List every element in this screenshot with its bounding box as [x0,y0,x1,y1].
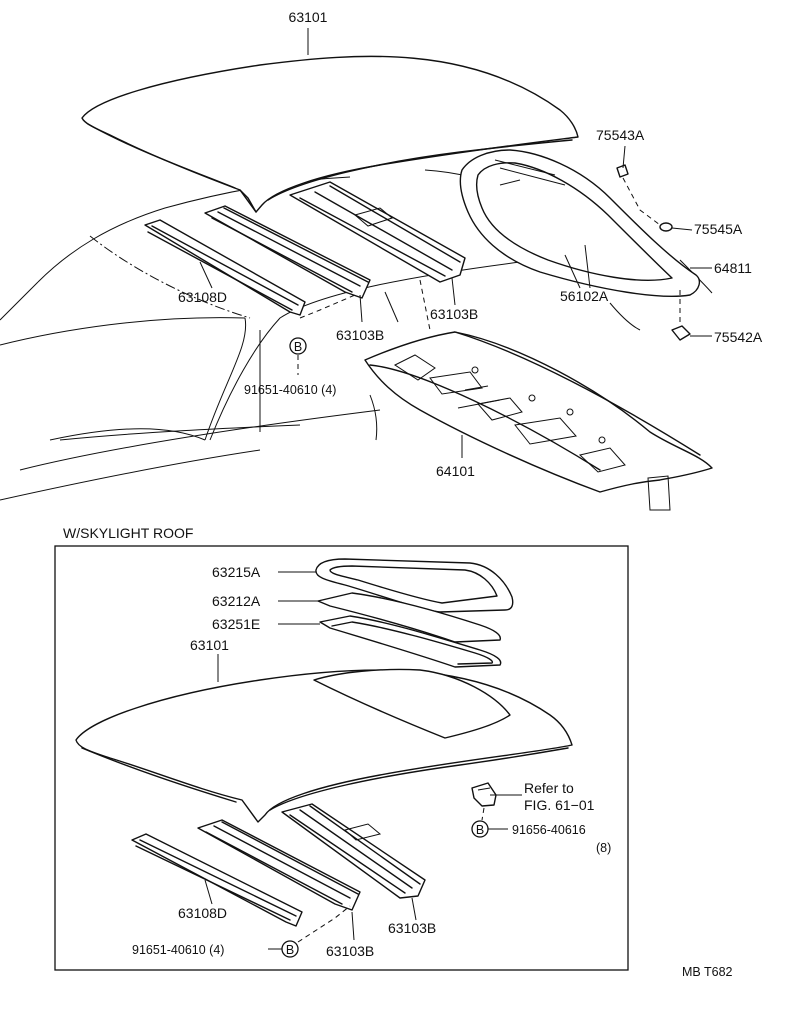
label-rear-window-glass: 56102A [560,288,609,304]
clip-mid [659,222,673,232]
label-roof-bow-right: 63103B [430,306,478,322]
skylight-glass-frame [315,558,514,613]
figure-code: MB T682 [682,965,733,979]
roof-panel [81,55,579,213]
skylight-side-rail [131,833,303,927]
side-rail [144,219,306,316]
label-clip-bottom: 75542A [714,329,763,345]
skylight-roof-panel [75,668,573,823]
label-bolt-part: 91651-40610 (4) [244,383,336,397]
skylight-glass [317,592,502,643]
label-glass-frame: 63215A [212,564,261,580]
roof-bow-right [289,181,466,283]
roof-bow-left [204,205,371,299]
label-skylight-bolt-part: 91656-40616 [512,823,586,837]
skylight-roof-bow-left [197,819,361,911]
label-roof-panel: 63101 [289,9,328,25]
label-skylight-side-rail: 63108D [178,905,227,921]
bolt-callout-letter: B [286,943,294,957]
label-side-rail: 63108D [178,289,227,305]
skylight-shade [319,615,502,668]
bolt-callout-skylight: B [471,820,489,838]
label-shade: 63251E [212,616,260,632]
label-skylight-roof-bow-right: 63103B [388,920,436,936]
label-roof-bow-left: 63103B [336,327,384,343]
label-clip-mid: 75545A [694,221,743,237]
clip-top [616,164,629,178]
label-weatherstrip: 64811 [714,260,752,276]
label-package-tray: 64101 [436,463,475,479]
bolt-callout-skylight-2: B [281,940,299,958]
skylight-roof-bow-right [281,803,426,899]
skylight-bracket [471,782,497,807]
label-skylight-roof-panel: 63101 [190,637,229,653]
section-title: W/SKYLIGHT ROOF [63,525,193,541]
label-refer-line2: FIG. 61−01 [524,797,595,813]
bolt-callout-top: B [289,337,307,355]
label-refer-line1: Refer to [524,780,574,796]
bolt-callout-letter: B [476,823,484,837]
skylight-section-frame [54,545,629,971]
label-skylight-roof-bow-left: 63103B [326,943,374,959]
rear-window-assembly [459,149,701,297]
label-skylight-bolt-part-2: 91651-40610 (4) [132,943,224,957]
bolt-callout-letter: B [294,340,302,354]
label-clip-top: 75543A [596,127,645,143]
leader-lines-skylight [204,571,522,950]
label-skylight-bolt-qty: (8) [596,841,611,855]
leader-lines-top [199,28,712,458]
package-tray [364,331,713,511]
clip-bottom [671,325,691,341]
label-glass: 63212A [212,593,261,609]
